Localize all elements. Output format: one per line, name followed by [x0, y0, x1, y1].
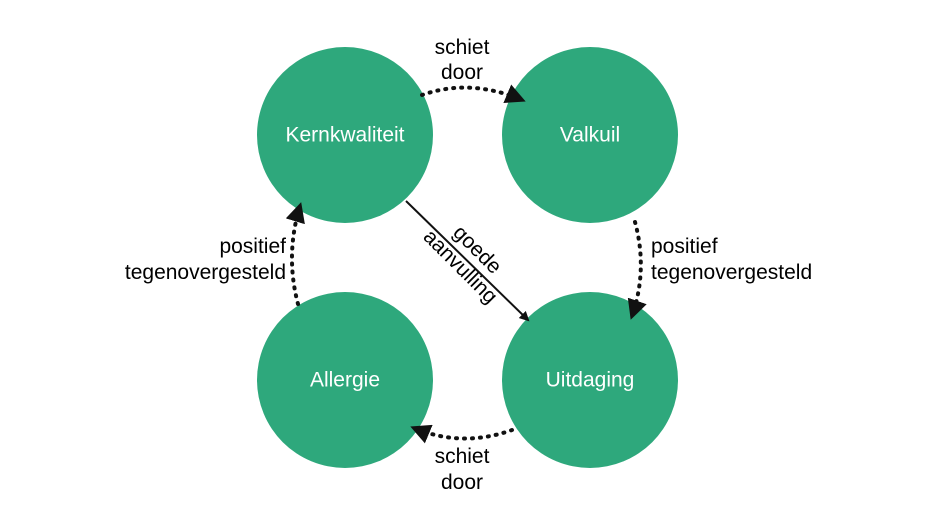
edge-left-label-2: tegenovergesteld	[125, 261, 286, 284]
node-uitdaging	[502, 292, 678, 468]
node-kernkwaliteit	[257, 47, 433, 223]
edge-top-arrow	[420, 84, 526, 103]
edge-bottom-label-1: schiet	[435, 445, 490, 468]
edge-right-label-2: tegenovergesteld	[651, 261, 812, 284]
edge-diagonal-arrow	[405, 200, 530, 322]
edge-right-arrow	[627, 220, 647, 320]
node-valkuil	[502, 47, 678, 223]
node-label-allergie: Allergie	[310, 369, 380, 392]
edge-left-arrow	[285, 202, 305, 306]
edge-top-label-1: schiet	[435, 36, 490, 59]
edge-bottom-label-2: door	[441, 471, 483, 494]
node-label-valkuil: Valkuil	[560, 124, 620, 147]
edge-right-label-1: positief	[651, 235, 718, 258]
edge-top-label-2: door	[441, 61, 483, 84]
node-label-kernkwaliteit: Kernkwaliteit	[285, 124, 404, 147]
edge-left-label-1: positief	[219, 235, 286, 258]
node-allergie	[257, 292, 433, 468]
node-label-uitdaging: Uitdaging	[546, 369, 635, 392]
edge-bottom-arrow	[410, 424, 514, 444]
